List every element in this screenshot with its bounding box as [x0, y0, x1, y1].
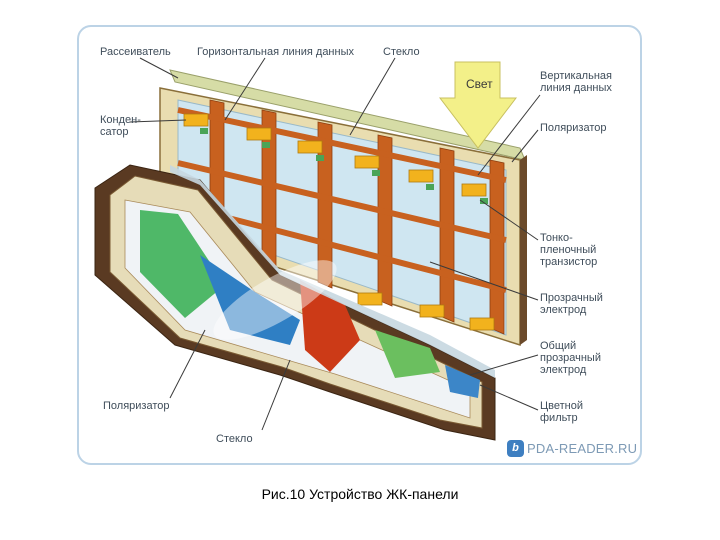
label-glass-top: Стекло [383, 46, 420, 58]
front-panel-glass [124, 199, 471, 419]
label-vertical-line: Вертикальная линия данных [540, 70, 612, 94]
color-filter-blue [200, 255, 300, 345]
watermark-logo-icon: b [507, 439, 524, 457]
leader-lines [129, 57, 541, 431]
figure-caption: Рис.10 Устройство ЖК-панели [261, 486, 459, 502]
label-common-electrode: Общий прозрачный электрод [540, 340, 601, 376]
label-glass-bottom: Стекло [216, 433, 253, 445]
watermark: b PDA-READER.RU [507, 437, 637, 459]
label-polarizer-bottom: Поляризатор [103, 400, 170, 412]
watermark-text: PDA-READER.RU [527, 440, 638, 456]
common-electrode-strip [170, 165, 495, 378]
label-polarizer-top: Поляризатор [540, 122, 607, 134]
label-light: Свет [466, 77, 493, 91]
back-polarizer-edge [520, 155, 527, 345]
label-tft: Тонко- пленочный транзистор [540, 232, 598, 268]
glare [213, 260, 337, 340]
label-color-filter: Цветной фильтр [540, 400, 583, 424]
label-horizontal-line: Горизонтальная линия данных [197, 46, 354, 58]
capacitors [183, 113, 495, 331]
color-filter-green-2 [375, 330, 440, 378]
label-diffuser: Рассеиватель [100, 46, 171, 58]
light-arrow-icon [438, 61, 518, 149]
color-filter-green [140, 210, 225, 318]
color-filter-blue-2 [445, 365, 480, 398]
label-transparent-electrode: Прозрачный электрод [540, 292, 603, 316]
tft-transistors [200, 128, 488, 204]
color-filter-red [300, 280, 360, 372]
label-capacitor: Конден- сатор [100, 114, 141, 138]
